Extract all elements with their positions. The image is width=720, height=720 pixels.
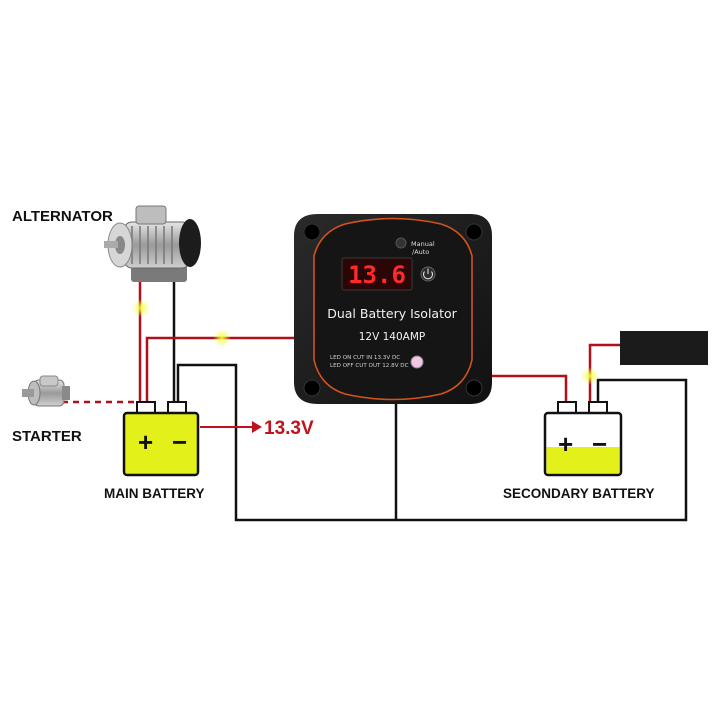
- secondary-battery-positive-terminal: [557, 401, 577, 414]
- main-battery-plus: +: [138, 427, 153, 457]
- positive-wire-to-secondary: [488, 374, 568, 402]
- secondary-battery-negative-terminal: [588, 401, 608, 414]
- junction-glow-isolator-input: [213, 329, 231, 347]
- secondary-battery-minus: −: [592, 429, 607, 459]
- isolator-device: Manual /Auto 13.6 Dual Battery Isolator …: [294, 214, 492, 404]
- mode-label-auto: /Auto: [412, 248, 429, 256]
- alternator-label: ALTERNATOR: [12, 208, 113, 225]
- device-title: Dual Battery Isolator: [327, 306, 457, 321]
- positive-wire-to-isolator: [145, 336, 294, 402]
- secondary-battery-plus: +: [558, 429, 573, 459]
- device-spec: 12V 140AMP: [359, 331, 426, 343]
- mode-label-manual: Manual: [411, 240, 435, 248]
- secondary-battery-label: SECONDARY BATTERY: [503, 486, 655, 501]
- main-battery-positive-terminal: [136, 401, 156, 414]
- voltage-display: [341, 257, 413, 291]
- mount-hole-bottom-left: [303, 379, 321, 397]
- junction-glow-secondary: [581, 367, 599, 385]
- starter-label: STARTER: [12, 428, 82, 445]
- mode-button-icon: [395, 237, 407, 249]
- main-battery-body: [122, 411, 200, 477]
- display-value: 13.6: [348, 261, 406, 289]
- main-battery-label: MAIN BATTERY: [104, 486, 205, 501]
- main-battery: + −: [122, 401, 200, 477]
- starter-icon: [22, 375, 70, 407]
- led-on-note: LED ON CUT IN 13.3V DC: [330, 355, 400, 361]
- load-device-box: [620, 331, 708, 365]
- mount-hole-bottom-right: [465, 379, 483, 397]
- voltage-arrow-head: [252, 421, 262, 433]
- status-led-icon: [410, 355, 424, 369]
- mount-hole-top-right: [465, 223, 483, 241]
- secondary-battery: + −: [543, 401, 623, 477]
- alternator-icon: [104, 205, 201, 282]
- led-off-note: LED OFF CUT OUT 12.8V DC: [330, 363, 409, 369]
- secondary-battery-fill: [546, 447, 620, 474]
- junction-glow-alternator: [132, 299, 150, 317]
- main-battery-negative-terminal: [167, 401, 187, 414]
- mount-hole-top-left: [303, 223, 321, 241]
- negative-wire-main-loop: [176, 363, 688, 522]
- voltage-reading: 13.3V: [264, 418, 314, 439]
- main-battery-minus: −: [172, 427, 187, 457]
